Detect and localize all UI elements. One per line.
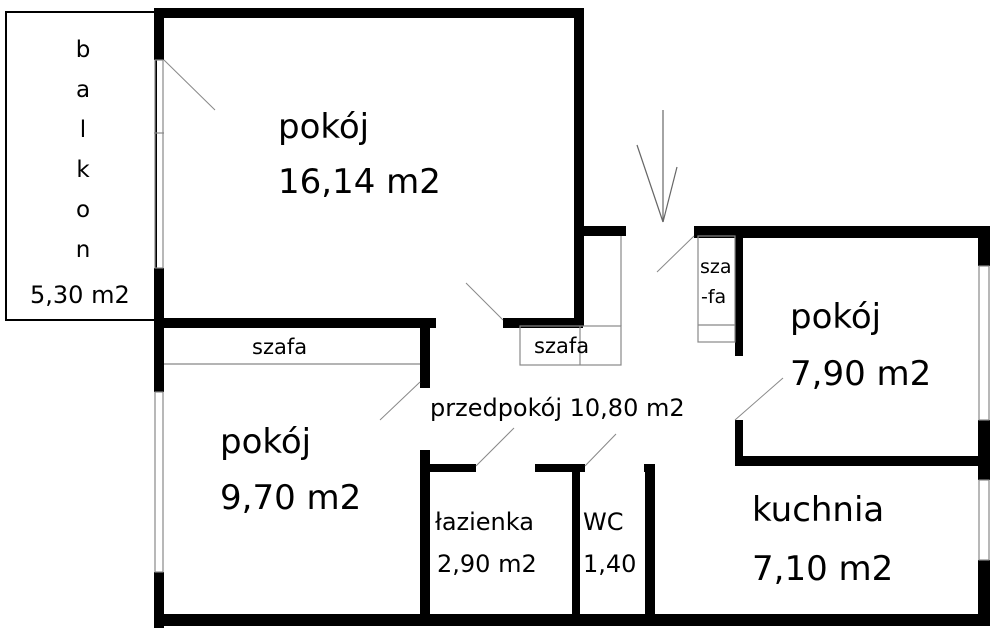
room-large-name: pokój: [278, 107, 370, 147]
kitchen-area: 7,10 m2: [752, 549, 894, 589]
balcony-area: 5,30 m2: [30, 281, 130, 309]
hallway-label: przedpokój 10,80 m2: [430, 394, 685, 422]
closet-left-label: szafa: [252, 335, 308, 359]
door-swings: [163, 59, 784, 467]
balcony-letter: a: [75, 77, 91, 103]
kitchen-name: kuchnia: [752, 490, 885, 530]
closet-right-label-1: sza: [700, 256, 732, 278]
room-right-area: 7,90 m2: [790, 354, 932, 394]
balcony-letter: b: [75, 37, 91, 63]
closet-center-label: szafa: [534, 334, 590, 358]
balcony-letter: l: [79, 117, 87, 143]
wc-name: WC: [583, 508, 624, 536]
room-large-area: 16,14 m2: [278, 162, 441, 202]
walls: [154, 8, 990, 628]
windows-and-closets: [154, 59, 990, 573]
bathroom-area: 2,90 m2: [437, 550, 537, 578]
balcony-outline: [5, 11, 157, 321]
entrance-arrow-icon: [636, 110, 678, 223]
room-right-name: pokój: [790, 297, 882, 337]
wc-area: 1,40: [583, 550, 637, 578]
room-left-name: pokój: [220, 422, 312, 462]
balcony-letter: n: [75, 237, 91, 263]
balcony-letter: o: [75, 197, 91, 223]
balcony-label: b a l k o n: [68, 30, 98, 270]
room-left-area: 9,70 m2: [220, 478, 362, 518]
bathroom-name: łazienka: [435, 508, 534, 536]
balcony-letter: k: [76, 157, 90, 183]
closet-right-label-2: -fa: [701, 286, 727, 308]
